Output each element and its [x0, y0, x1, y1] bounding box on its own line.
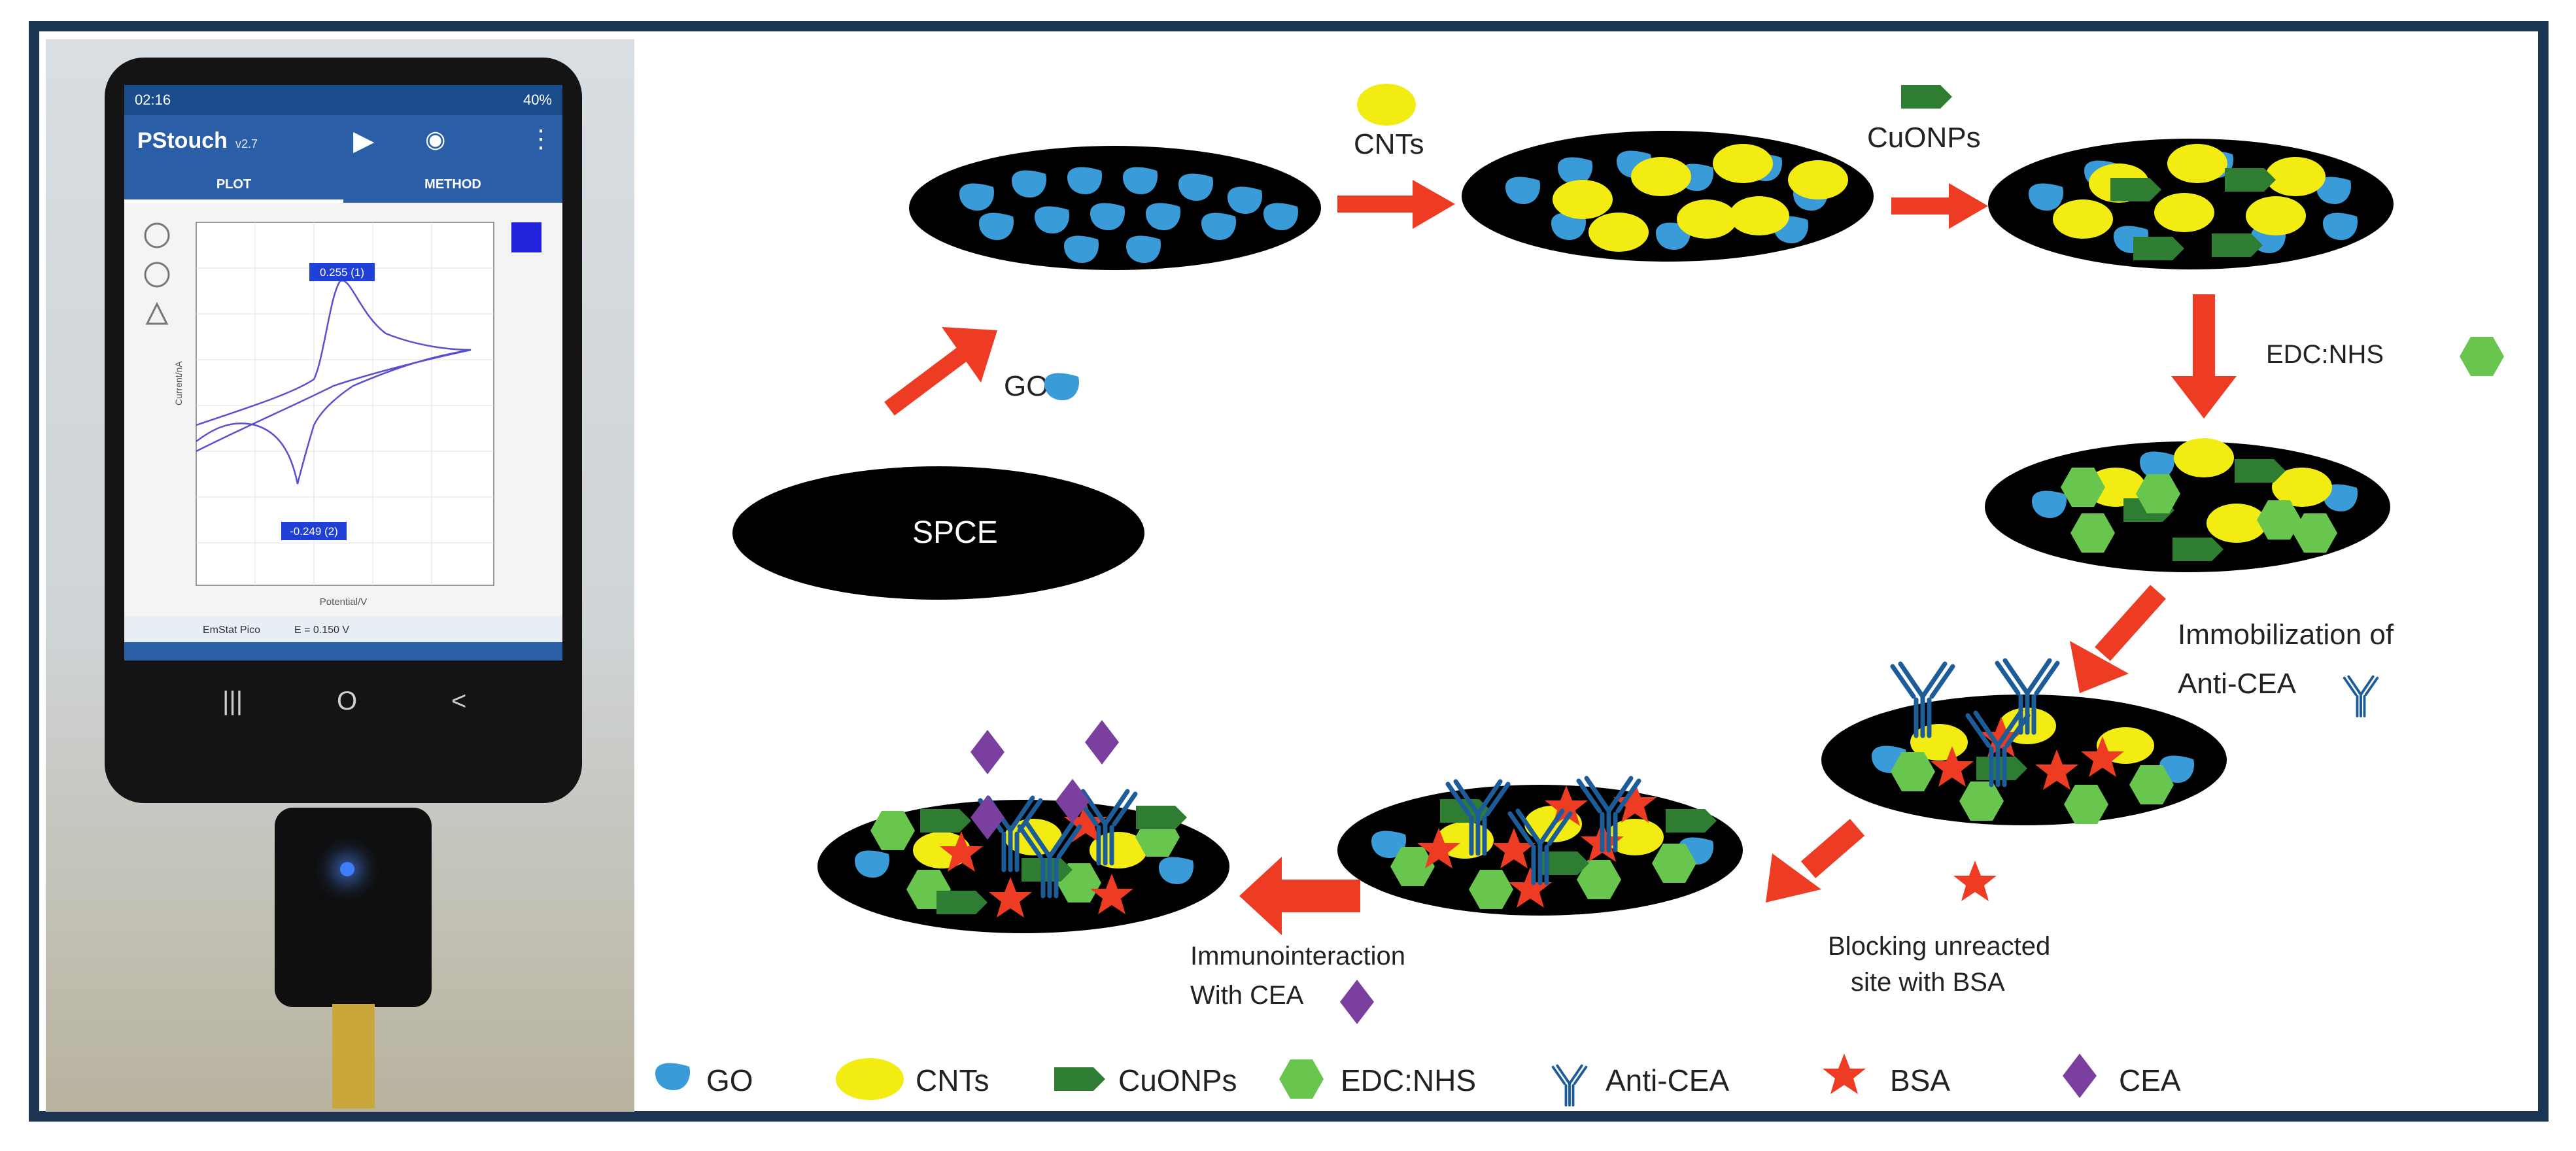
- immunointeraction-label-2: With CEA: [1190, 981, 1304, 1010]
- legend-bsa-label: BSA: [1890, 1063, 1951, 1097]
- legend-edc-label: EDC:NHS: [1341, 1063, 1477, 1097]
- legend-cuonp-label: CuONPs: [1118, 1063, 1237, 1097]
- legend-go-icon: [655, 1063, 690, 1090]
- arrow-ab-to-bsa: [1800, 819, 1865, 878]
- pan-tool-icon: [144, 262, 170, 288]
- app-name: PStouch: [137, 128, 228, 153]
- tab-method[interactable]: METHOD: [424, 177, 481, 192]
- legend-antibody-label: Anti-CEA: [1606, 1063, 1730, 1097]
- app-header: PStouch v2.7 ▶ ◉ ⋮: [124, 115, 562, 166]
- go-step-label: GO: [1004, 370, 1048, 402]
- stage-anti-cea: [1821, 661, 2227, 825]
- arrow-bsa-to-cea: [1279, 880, 1360, 912]
- legend-antibody-icon: [1551, 1064, 1588, 1107]
- stage-go-cnt: [1462, 131, 1874, 262]
- blocking-label-1: Blocking unreacted: [1828, 932, 2050, 961]
- app-version: v2.7: [235, 137, 258, 150]
- legend-cea-icon: [2063, 1054, 2097, 1098]
- legend: [655, 1054, 2097, 1107]
- edc-step-label: EDC:NHS: [2266, 340, 2384, 369]
- cv-baseline: [196, 349, 472, 453]
- cuonp-step-label: CuONPs: [1867, 122, 1981, 154]
- cnt-step-icon: [1357, 84, 1416, 126]
- zoom-tool-icon: [144, 222, 170, 249]
- phone-screen: 02:16 40% PStouch v2.7 ▶ ◉ ⋮ PLOT METHOD: [124, 85, 562, 746]
- recent-apps-button[interactable]: |||: [222, 687, 243, 715]
- immobilization-label-1: Immobilization of: [2178, 619, 2394, 651]
- status-bar: 02:16 40%: [124, 85, 562, 115]
- go-step-icon: [1044, 373, 1079, 400]
- stage-bsa: [1337, 778, 1743, 916]
- cea-step-icon: [1340, 980, 1374, 1024]
- arrow-spce-to-go: [884, 327, 997, 416]
- anti-cea-step-icon: [2343, 675, 2379, 717]
- peak-label-lower: -0.249 (2): [290, 525, 338, 538]
- legend-cnt-icon: [836, 1058, 904, 1100]
- legend-cuonp-icon: [1054, 1067, 1105, 1091]
- y-axis-label: Current/nA: [173, 361, 184, 405]
- peak-label-upper: 0.255 (1): [320, 266, 364, 279]
- stage-edc: [1985, 438, 2390, 572]
- immobilization-label-2: Anti-CEA: [2178, 668, 2297, 700]
- stage-go-cnt-cuo: [1988, 139, 2394, 269]
- android-nav-bar: ||| O <: [124, 661, 562, 746]
- footer-value: E = 0.150 V: [294, 625, 349, 636]
- cv-plot-area: 0.255 (1) -0.249 (2) Current/nA Potentia…: [124, 222, 562, 662]
- edc-step-icon: [2460, 337, 2504, 376]
- x-axis-label: Potential/V: [320, 596, 368, 608]
- curve-color-swatch[interactable]: [511, 222, 541, 252]
- immunointeraction-label-1: Immunointeraction: [1190, 942, 1405, 971]
- battery-level: 40%: [523, 92, 552, 108]
- stage-cea: [817, 720, 1229, 933]
- cnt-step-label: CNTs: [1354, 128, 1424, 160]
- stage-go: [909, 146, 1321, 270]
- legend-edc-icon: [1279, 1059, 1324, 1099]
- arrow-edc-to-ab: [2095, 585, 2166, 661]
- legend-cnt-label: CNTs: [916, 1063, 989, 1097]
- legend-cea-label: CEA: [2119, 1063, 2181, 1097]
- more-menu-icon[interactable]: ⋮: [528, 126, 553, 153]
- legend-bsa-icon: [1823, 1054, 1866, 1094]
- play-icon[interactable]: ▶: [353, 125, 375, 156]
- tab-plot[interactable]: PLOT: [124, 166, 343, 203]
- status-time: 02:16: [135, 92, 171, 108]
- spce-label: SPCE: [912, 515, 998, 550]
- footer-device: EmStat Pico: [203, 625, 260, 636]
- blocking-label-2: site with BSA: [1851, 968, 2005, 997]
- home-button[interactable]: O: [337, 687, 358, 715]
- app-tabs: PLOT METHOD: [124, 166, 562, 203]
- peak-tool-icon: [145, 301, 169, 325]
- electrode-strip: [332, 1004, 375, 1108]
- status-led: [340, 862, 354, 876]
- bsa-step-icon: [1953, 861, 1997, 901]
- potentiostat-device: [275, 808, 432, 1007]
- back-button[interactable]: <: [451, 687, 467, 715]
- legend-go-label: GO: [706, 1063, 753, 1097]
- spce-electrode: [732, 466, 1144, 600]
- connection-icon[interactable]: ◉: [425, 126, 446, 152]
- cuonp-step-icon: [1901, 85, 1952, 109]
